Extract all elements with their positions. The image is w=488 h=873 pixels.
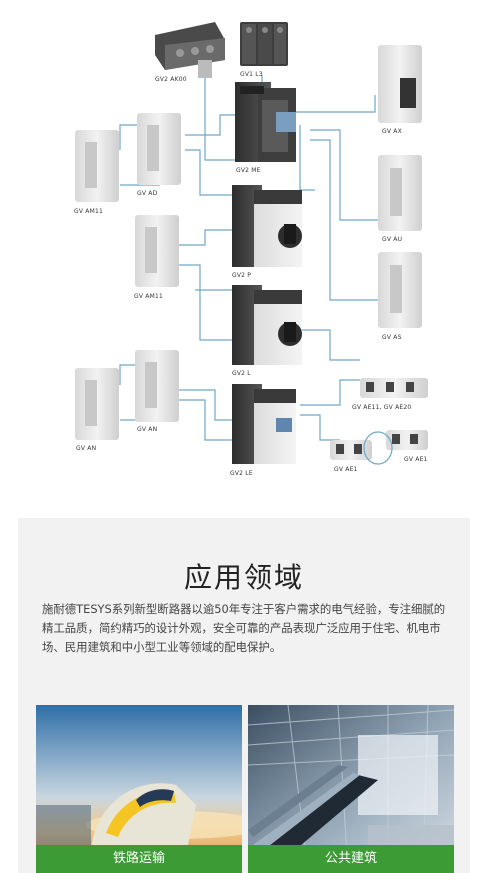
gv2-p-breaker <box>232 185 302 267</box>
gv-ae1-left-block <box>330 440 372 460</box>
card-public-building[interactable]: 公共建筑 <box>248 705 454 873</box>
connector-lines <box>119 70 378 441</box>
label-gv2-le: GV2 LE <box>230 470 253 477</box>
label-gv2-p: GV2 P <box>232 272 252 279</box>
gv-am11-left-module <box>75 130 119 202</box>
label-gv2-me: GV2 ME <box>236 167 261 174</box>
gv-ax-module <box>378 45 422 123</box>
gv-ae1-right-block <box>386 430 428 450</box>
gv2-me-breaker <box>235 82 296 162</box>
label-gv-an-left: GV AN <box>76 445 97 452</box>
label-gv-ae1-left: GV AE1 <box>334 466 358 473</box>
gv1-l3-module <box>240 22 288 66</box>
label-gv-ad: GV AD <box>137 190 158 197</box>
label-gv-am11-mid: GV AM11 <box>134 293 163 300</box>
label-gv1-l3: GV1 L3 <box>240 71 263 78</box>
label-gv-ae11-ae20: GV AE11, GV AE20 <box>352 404 412 411</box>
gv2-le-breaker <box>232 384 296 464</box>
card-railway[interactable]: 铁路运输 <box>36 705 242 873</box>
diagram-graphic <box>75 22 428 465</box>
gv-ae11-ae20-block <box>360 378 428 398</box>
label-gv-au: GV AU <box>382 236 403 243</box>
label-gv2-ak00: GV2 AK00 <box>155 76 187 83</box>
label-gv2-l: GV2 L <box>232 370 251 377</box>
gv-au-module <box>378 155 422 231</box>
gv-an-mid-module <box>135 350 179 422</box>
gv-an-left-module <box>75 368 119 440</box>
label-gv-ae1-right: GV AE1 <box>404 456 428 463</box>
label-gv-as: GV AS <box>382 334 402 341</box>
gv-ad-module <box>137 113 181 185</box>
gv-am11-mid-module <box>135 215 179 287</box>
card-public-building-label: 公共建筑 <box>248 845 454 873</box>
label-gv-am11-left: GV AM11 <box>74 208 103 215</box>
accessories-diagram: GV2 AK00 GV1 L3 GV2 ME GV AX GV AD GV AM… <box>74 22 428 477</box>
rotation-arrow-icon <box>363 431 393 465</box>
gv2-ak00-module <box>155 22 225 78</box>
section-title: 应用领域 <box>183 561 304 594</box>
section-description: 施耐德TESYS系列新型断路器以逾50年专注于客户需求的电气经验，专注细腻的精工… <box>42 602 446 654</box>
label-gv-an-mid: GV AN <box>137 426 158 433</box>
application-section: 应用领域 施耐德TESYS系列新型断路器以逾50年专注于客户需求的电气经验，专注… <box>18 518 470 873</box>
card-railway-label: 铁路运输 <box>36 845 242 873</box>
label-gv-ax: GV AX <box>382 128 402 135</box>
gv-as-module <box>378 252 422 328</box>
gv2-l-breaker <box>232 285 302 365</box>
